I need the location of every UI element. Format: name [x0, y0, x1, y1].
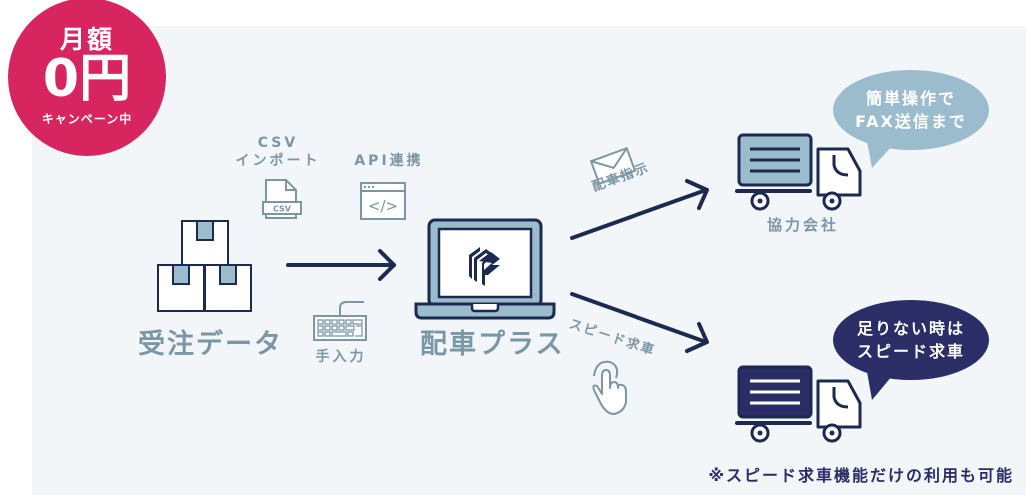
- envelope-icon: [589, 146, 637, 186]
- footnote: ※スピード求車機能だけの利用も可能: [708, 466, 1014, 485]
- haisha-plus-logo: [469, 247, 500, 286]
- api-code-window-icon: </>: [360, 182, 406, 220]
- api-label: API連携: [354, 153, 424, 169]
- laptop-logo-icon: [414, 218, 556, 320]
- arrow-to-partner-icon: [570, 179, 709, 240]
- source-label: 受注データ: [138, 329, 283, 360]
- tap-hand-icon: [592, 360, 627, 415]
- csv-label-line1: CSV: [257, 135, 299, 151]
- badge-monthly-label: 月額: [59, 25, 114, 54]
- badge-price: 0円: [42, 49, 132, 109]
- fax-speech-bubble: [833, 70, 989, 168]
- center-label: 配車プラス: [420, 329, 565, 360]
- fax-bubble-line2: FAX送信まで: [855, 112, 967, 131]
- speed-bubble-line1: 足りない時は: [856, 319, 965, 338]
- fax-bubble-line1: 簡単操作で: [865, 89, 956, 108]
- csv-file-icon: CSV: [262, 179, 302, 219]
- partner-company-label: 協力会社: [766, 216, 839, 234]
- speed-bubble-line2: スピード求車: [856, 342, 965, 361]
- csv-icon-text: CSV: [273, 205, 292, 214]
- speed-request-bubble-text: 足りない時は スピード求車: [836, 317, 986, 363]
- badge-campaign-label: キャンペーン中: [41, 112, 133, 126]
- partner-truck-icon: [735, 133, 862, 211]
- api-icon-text: </>: [368, 197, 398, 215]
- arrow-to-center-icon: [286, 249, 396, 281]
- speed-request-speech-bubble: [833, 300, 989, 400]
- fax-bubble-text: 簡単操作で FAX送信まで: [836, 87, 986, 133]
- speed-request-truck-icon: [735, 365, 862, 443]
- manual-input-label: 手入力: [315, 349, 367, 365]
- keyboard-icon: [313, 301, 367, 341]
- boxes-icon: [157, 220, 252, 312]
- campaign-badge: 月額 0円 キャンペーン中: [8, 0, 166, 156]
- arrow-to-speed-truck-icon: [570, 292, 709, 353]
- csv-label-line2: インポート: [235, 153, 321, 169]
- csv-import-label: CSV インポート: [228, 134, 328, 170]
